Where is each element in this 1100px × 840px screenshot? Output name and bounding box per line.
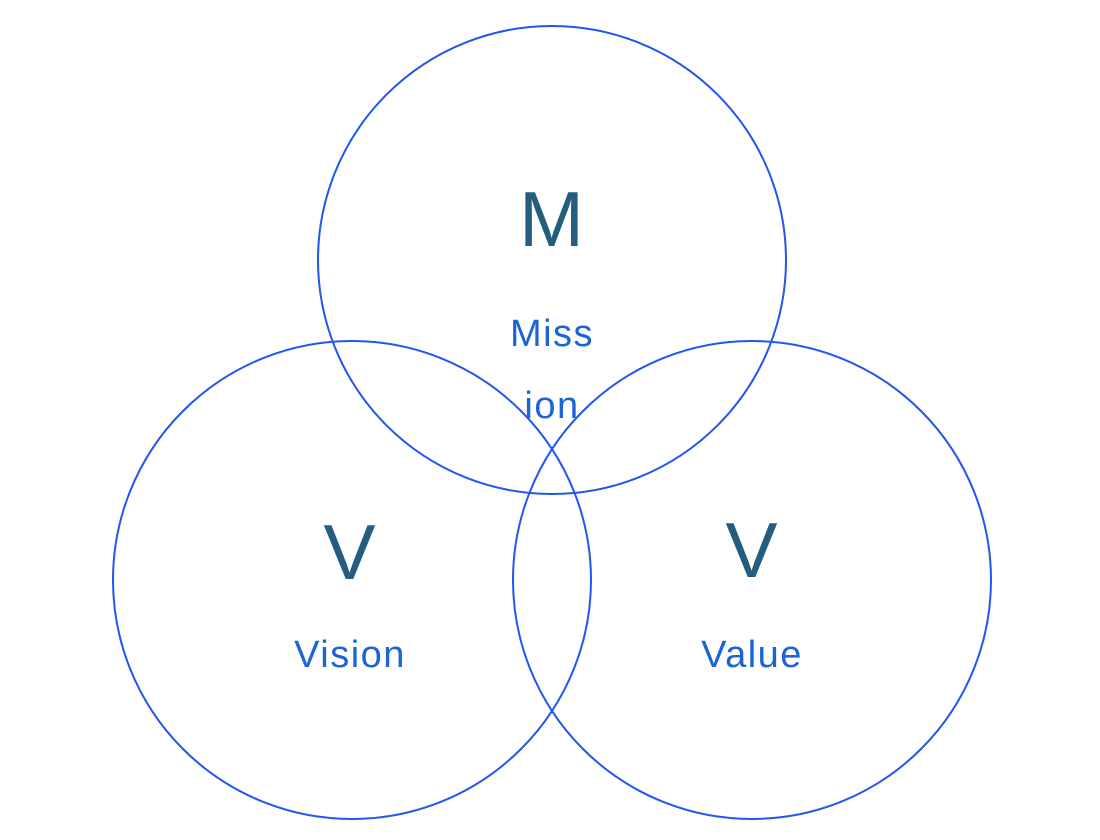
value-label: Value: [701, 634, 803, 676]
mission-label-line-1: Miss: [509, 313, 595, 355]
mission-label-line-2: ion: [524, 385, 580, 427]
value-circle: [512, 340, 992, 820]
value-initial: V: [725, 506, 779, 594]
mission-initial: M: [519, 175, 585, 263]
vision-initial: V: [323, 508, 377, 596]
vision-label: Vision: [294, 634, 406, 676]
mission-label: Miss ion: [510, 298, 594, 442]
